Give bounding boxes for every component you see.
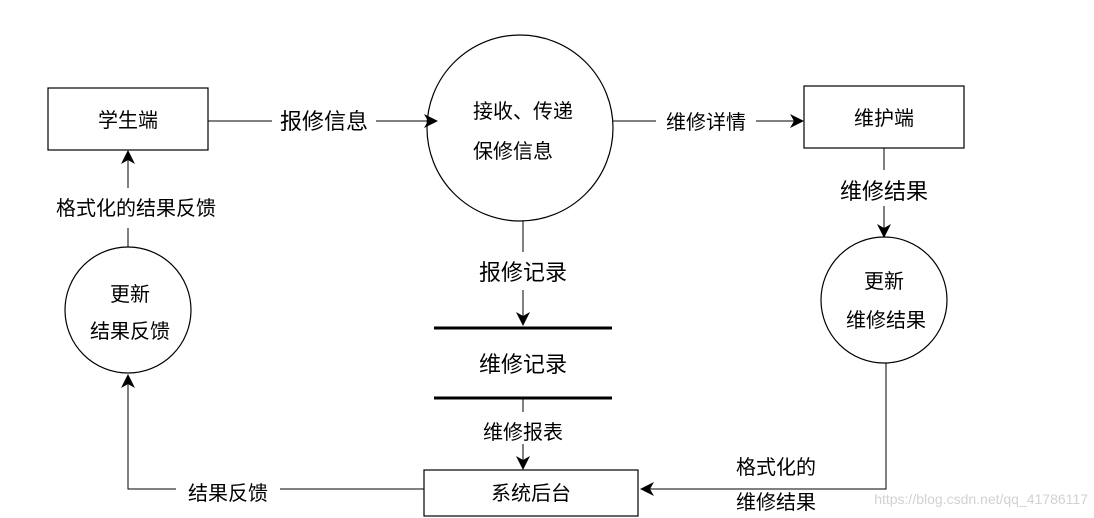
edge-repair-result-label: 维修结果: [840, 180, 928, 205]
edge-repair-report-label: 维修报表: [483, 420, 563, 444]
student-label: 学生端: [98, 108, 158, 132]
edge-repair-detail: 维修详情: [613, 110, 804, 134]
update-result-node: 更新 维修结果: [820, 236, 948, 364]
edge-repair-record: 报修记录: [479, 221, 567, 326]
edge-repair-detail-label: 维修详情: [666, 110, 746, 134]
student-node: 学生端: [47, 87, 209, 151]
watermark-text: https://blog.csdn.net/qq_41786117: [874, 491, 1088, 507]
repair-record-store: 维修记录: [434, 326, 612, 400]
center-label-line2: 保修信息: [473, 139, 553, 163]
edge-repair-report: 维修报表: [483, 399, 563, 470]
backend-label: 系统后台: [491, 481, 571, 505]
center-label-line1: 接收、传递: [473, 99, 573, 123]
edge-formatted-feedback-label: 格式化的结果反馈: [56, 196, 216, 220]
edge-formatted-result: 格式化的 维修结果: [640, 363, 887, 514]
update-left-line2: 结果反馈: [90, 319, 170, 343]
edge-formatted-line2: 维修结果: [736, 490, 816, 514]
maintainer-node: 维护端: [803, 85, 965, 149]
edge-repair-record-label: 报修记录: [479, 261, 567, 286]
edge-result-feedback: 结果反馈: [121, 374, 424, 505]
maintainer-label: 维护端: [854, 106, 914, 130]
edge-result-feedback-label: 结果反馈: [188, 481, 268, 505]
edge-repair-info-label: 报修信息: [280, 110, 368, 135]
update-feedback-node: 更新 结果反馈: [64, 246, 192, 374]
edge-repair-info: 报修信息: [208, 110, 438, 135]
update-left-line1: 更新: [110, 282, 150, 306]
update-right-line2: 维修结果: [846, 308, 926, 332]
update-right-line1: 更新: [864, 269, 904, 293]
center-process-node: 接收、传递 保修信息: [426, 34, 614, 222]
backend-node: 系统后台: [423, 469, 639, 517]
edge-formatted-line1: 格式化的: [736, 455, 816, 479]
edge-repair-result: 维修结果: [840, 148, 928, 238]
store-label: 维修记录: [479, 353, 567, 378]
edge-formatted-feedback: 格式化的结果反馈: [56, 150, 216, 247]
